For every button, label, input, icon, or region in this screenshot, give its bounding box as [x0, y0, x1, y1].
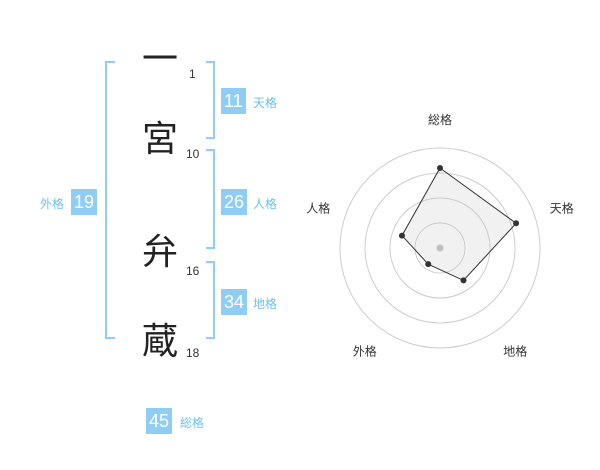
jinkaku-bracket: [206, 149, 215, 249]
radar-ring-2: [389, 197, 491, 299]
name-char-3: 弁: [141, 232, 178, 273]
radar-ring-3: [364, 172, 516, 324]
chikaku-value: 34: [221, 289, 248, 315]
gaikaku-value: 19: [71, 189, 98, 215]
gaikaku-bracket: [105, 61, 115, 339]
name-char-4: 蔵: [141, 321, 178, 362]
radar-center: [436, 244, 444, 252]
name-char-2: 宮: [141, 119, 178, 160]
stroke-count-2: 10: [186, 147, 200, 161]
stroke-count-1: 1: [189, 67, 196, 81]
radar-point-4: [425, 261, 432, 268]
radar-point-2: [513, 220, 520, 227]
radar-series-polygon: [401, 167, 517, 282]
radar-axis-label-5: 人格: [306, 200, 330, 215]
radar-ring-4: [339, 147, 541, 349]
radar-axis-label-4: 外格: [353, 344, 377, 359]
tenkaku-bracket: [206, 61, 215, 139]
jinkaku-value: 26: [221, 189, 248, 215]
radar-ring-1: [414, 222, 466, 274]
name-char-1: 一: [141, 39, 178, 80]
chikaku-label: 地格: [253, 297, 278, 311]
radar-point-3: [460, 277, 467, 284]
jinkaku-label: 人格: [253, 197, 278, 211]
tenkaku-value: 11: [221, 88, 246, 114]
stroke-count-3: 16: [186, 264, 200, 278]
radar-axis-label-1: 総格: [428, 112, 452, 127]
soukaku-value: 45: [146, 408, 173, 434]
radar-point-5: [398, 232, 405, 239]
chikaku-bracket: [206, 261, 215, 339]
tenkaku-label: 天格: [253, 96, 278, 110]
soukaku-label: 総格: [180, 416, 205, 430]
radar-axis-label-3: 地格: [503, 344, 527, 359]
radar-point-1: [437, 165, 443, 171]
radar-axis-label-2: 天格: [550, 200, 574, 215]
stroke-count-4: 18: [186, 346, 200, 360]
gaikaku-label: 外格: [40, 197, 65, 211]
